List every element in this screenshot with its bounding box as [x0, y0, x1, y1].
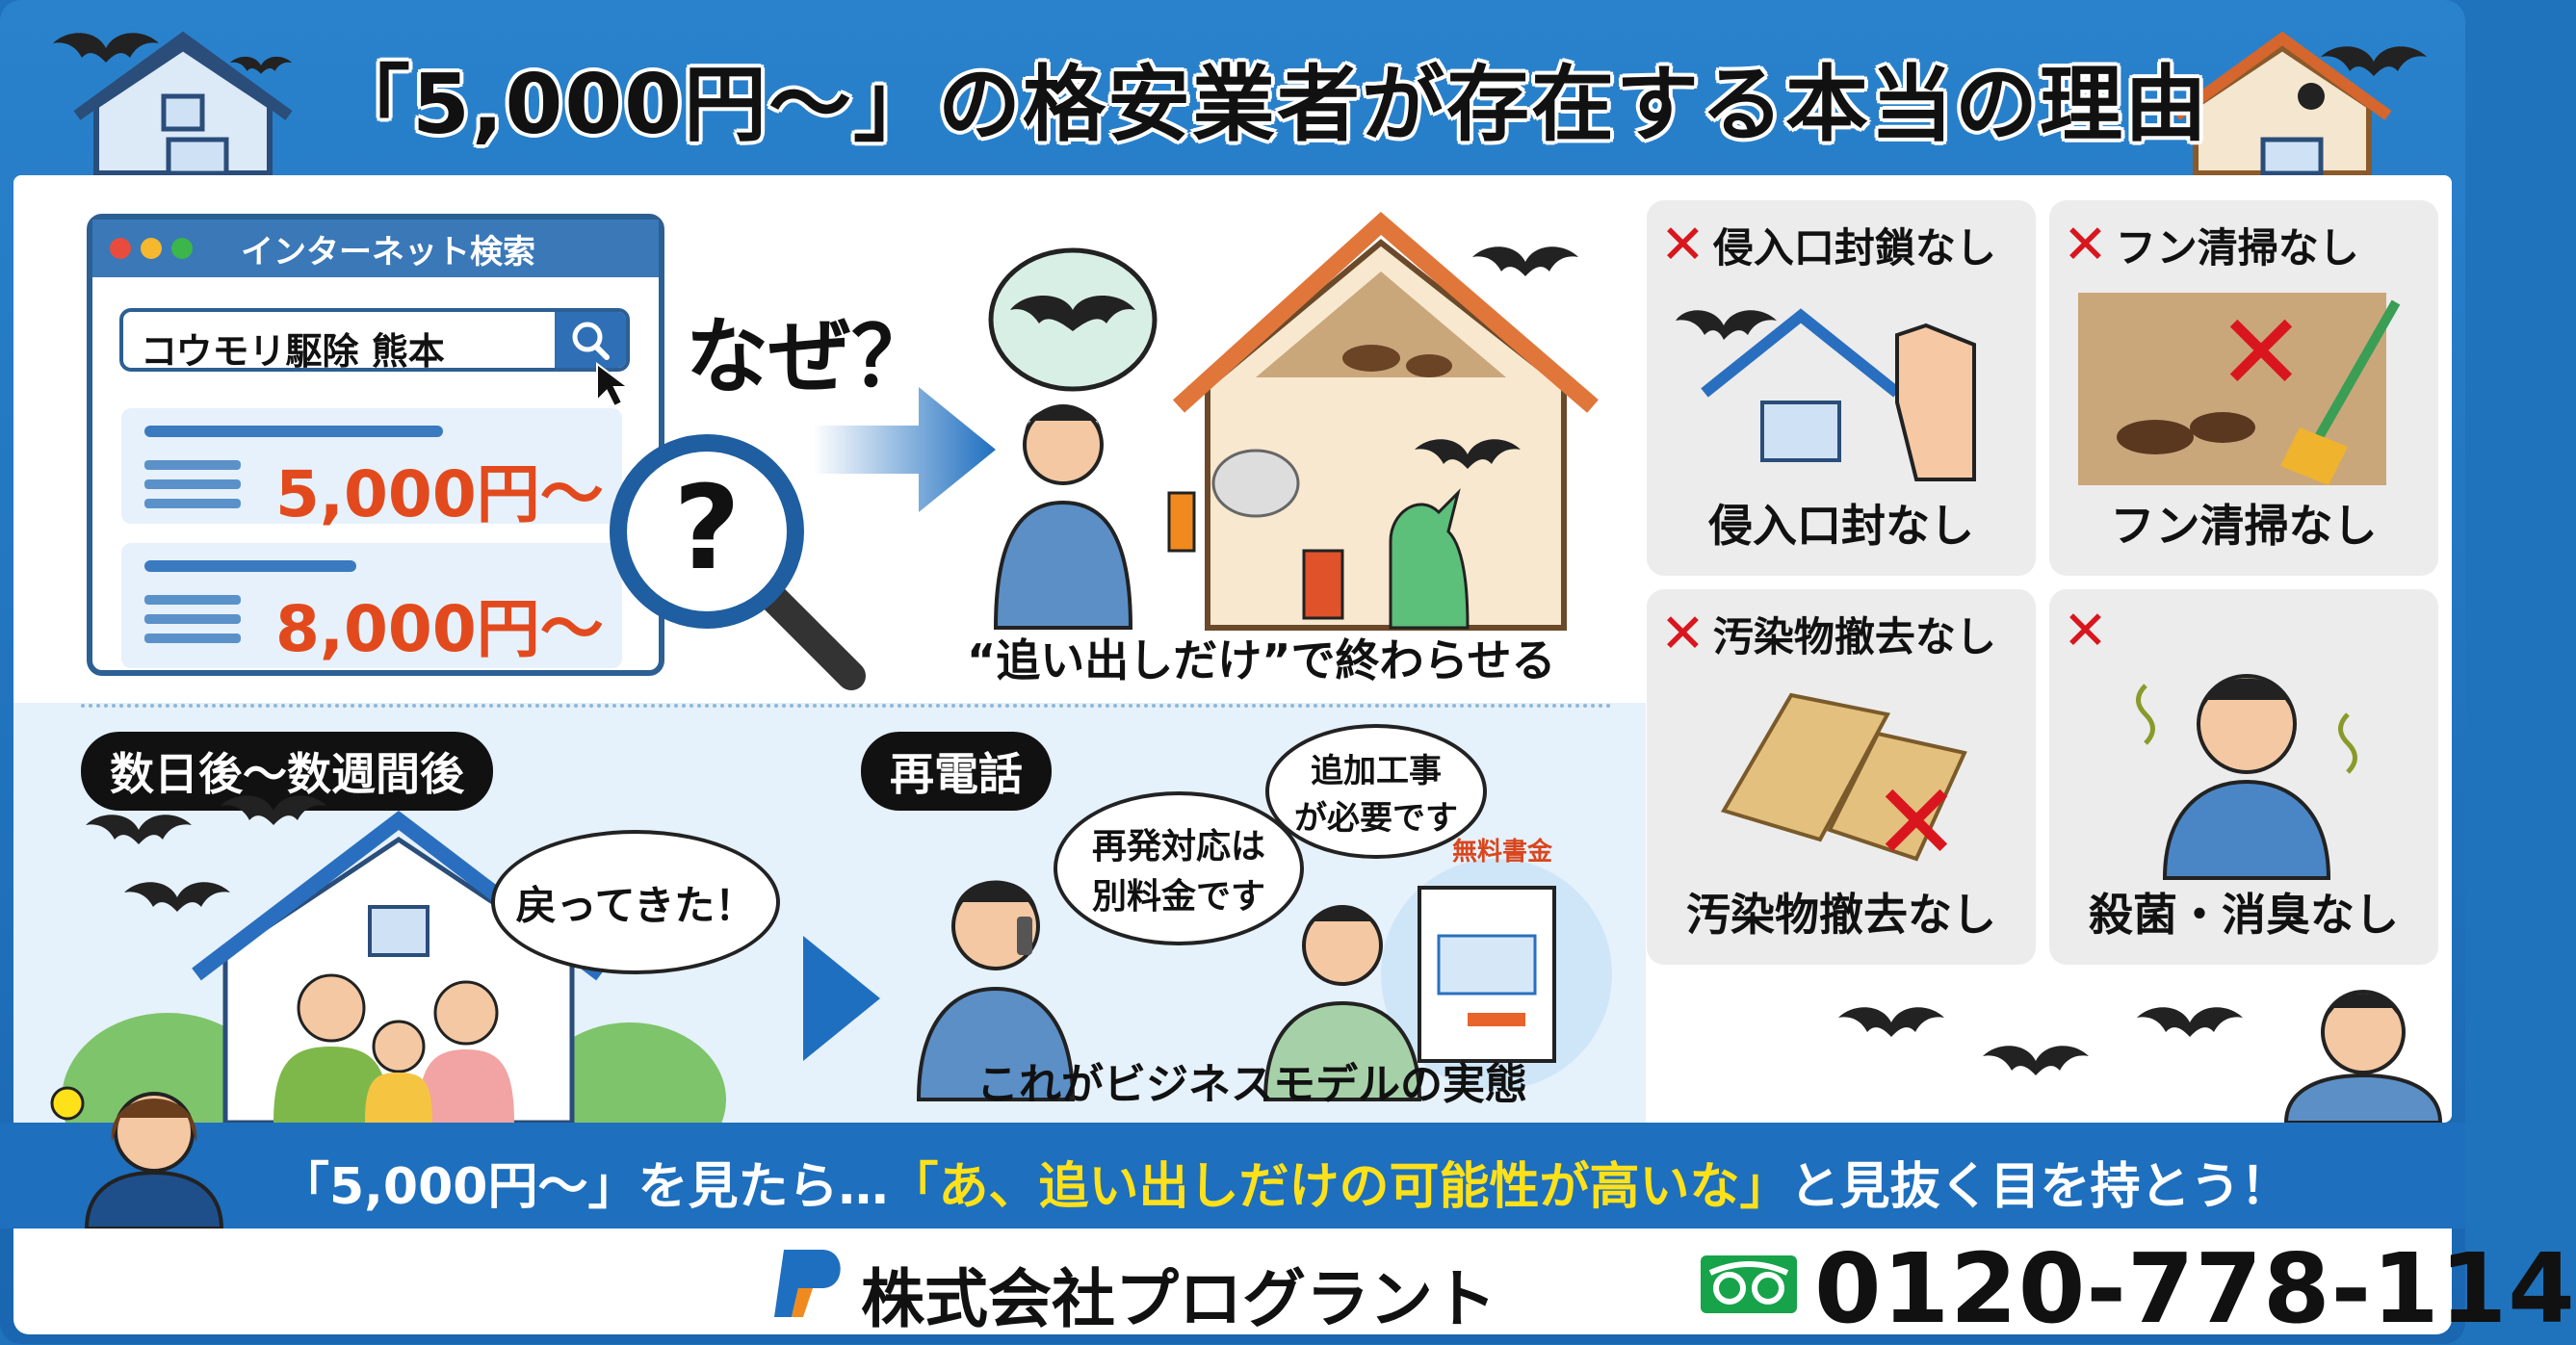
broom-droppings-icon: ✕ — [2078, 291, 2401, 485]
search-button[interactable] — [555, 312, 626, 368]
phone-number-link[interactable]: 0120-778-114 — [1814, 1232, 2576, 1345]
card-foot: フン清掃なし — [2110, 500, 2378, 552]
speech-bubble: 再発対応は 別料金です — [1054, 791, 1304, 945]
contaminated-insulation-icon: ✕ — [1720, 692, 1967, 884]
business-model-caption: これがビジネスモデルの実態 — [976, 1060, 1527, 1109]
search-query: コウモリ駆除 熊本 — [141, 330, 445, 373]
bat-icon — [2321, 46, 2427, 76]
spray-scene-illustration — [988, 211, 1599, 631]
spray-caption: “追い出しだけ”で終わらせる — [967, 634, 1556, 686]
cursor-icon — [596, 362, 631, 408]
card-no-sterilize-deodorize: ✕ 殺菌・消臭なし — [2049, 589, 2438, 965]
search-icon — [572, 322, 610, 360]
search-result[interactable]: 5,000円〜 — [121, 408, 622, 531]
bottom-banner: 「5,000円〜」を見たら…「あ、追い出しだけの可能性が高いな」と見抜く目を持と… — [0, 1086, 2465, 1230]
card-head: ✕侵入口封鎖なし — [1660, 213, 1996, 276]
header: 「5,000円〜」の格安業者が存在する本当の理由 — [0, 0, 2465, 176]
woman-idea-icon — [50, 1086, 224, 1230]
card-no-entry-seal: ✕侵入口封鎖なし 侵入口封なし — [1647, 200, 2036, 576]
bats-and-man-illustration — [1838, 990, 2443, 1125]
svg-text:✕: ✕ — [1872, 761, 1961, 884]
damaged-house-icon — [2173, 31, 2392, 176]
bat-icon — [229, 56, 293, 74]
search-result[interactable]: 8,000円〜 — [121, 543, 622, 668]
cross-icon: ✕ — [1660, 602, 1705, 665]
free-dial-icon — [1701, 1255, 1797, 1313]
broken-roof-icon — [1676, 308, 1976, 481]
speech-bubble: 戻ってきた！ — [491, 830, 780, 974]
cross-icon: ✕ — [1660, 213, 1705, 276]
search-input[interactable]: コウモリ駆除 熊本 — [119, 308, 630, 373]
bat-icon — [53, 33, 159, 63]
magnifier-question-icon: ? — [610, 434, 866, 690]
card-no-contaminant-removal: ✕汚染物撤去なし ✕ 汚染物撤去なし — [1647, 589, 2036, 965]
page-title: 「5,000円〜」の格安業者が存在する本当の理由 — [327, 57, 2210, 153]
footer: 株式会社プログラント 0120-778-114 — [13, 1229, 2575, 1345]
card-head: ✕フン清掃なし — [2063, 213, 2359, 276]
company-logo-icon — [774, 1250, 841, 1317]
invoice-label: 無料書金 — [1452, 838, 1553, 866]
svg-text:?: ? — [673, 462, 741, 596]
cross-icon: ✕ — [2063, 600, 2108, 662]
card-foot: 汚染物撤去なし — [1686, 889, 1996, 941]
svg-text:✕: ✕ — [2217, 291, 2305, 414]
minimize-dot-icon — [141, 238, 162, 259]
maximize-dot-icon — [171, 238, 193, 259]
company-name: 株式会社プログラント — [861, 1262, 1496, 1336]
why-label: なぜ？ — [686, 309, 934, 405]
browser-mock: インターネット検索 コウモリ駆除 熊本 5,000円〜 — [87, 214, 664, 676]
days-later-label: 数日後〜数週間後 — [81, 732, 493, 811]
recall-label: 再電話 — [861, 732, 1052, 811]
arrow-right-icon — [803, 936, 880, 1061]
banner-message: 「5,000円〜」を見たら…「あ、追い出しだけの可能性が高いな」と見抜く目を持と… — [279, 1158, 2291, 1216]
card-foot: 侵入口封なし — [1708, 500, 1974, 552]
phone-call-scene-illustration — [916, 859, 1612, 1101]
house-icon — [73, 31, 293, 176]
card-head: ✕汚染物撤去なし — [1660, 602, 1996, 665]
arrow-right-icon — [813, 387, 996, 512]
card-no-dropping-clean: ✕フン清掃なし ✕ フン清掃なし — [2049, 200, 2438, 576]
section-divider — [81, 704, 1612, 708]
speech-bubble: 追加工事 が必要です — [1265, 724, 1487, 859]
main-panel: インターネット検索 コウモリ駆除 熊本 5,000円〜 — [13, 175, 2452, 1186]
result-price: 5,000円〜 — [275, 457, 604, 531]
browser-titlebar: インターネット検索 — [92, 220, 659, 277]
browser-title: インターネット検索 — [241, 232, 535, 272]
card-head: ✕ — [2063, 605, 2116, 659]
card-foot: 殺菌・消臭なし — [2089, 889, 2399, 941]
cross-icon: ✕ — [2063, 213, 2108, 276]
close-dot-icon — [110, 238, 131, 259]
result-price: 8,000円〜 — [275, 592, 604, 666]
smell-person-icon — [2136, 674, 2357, 880]
